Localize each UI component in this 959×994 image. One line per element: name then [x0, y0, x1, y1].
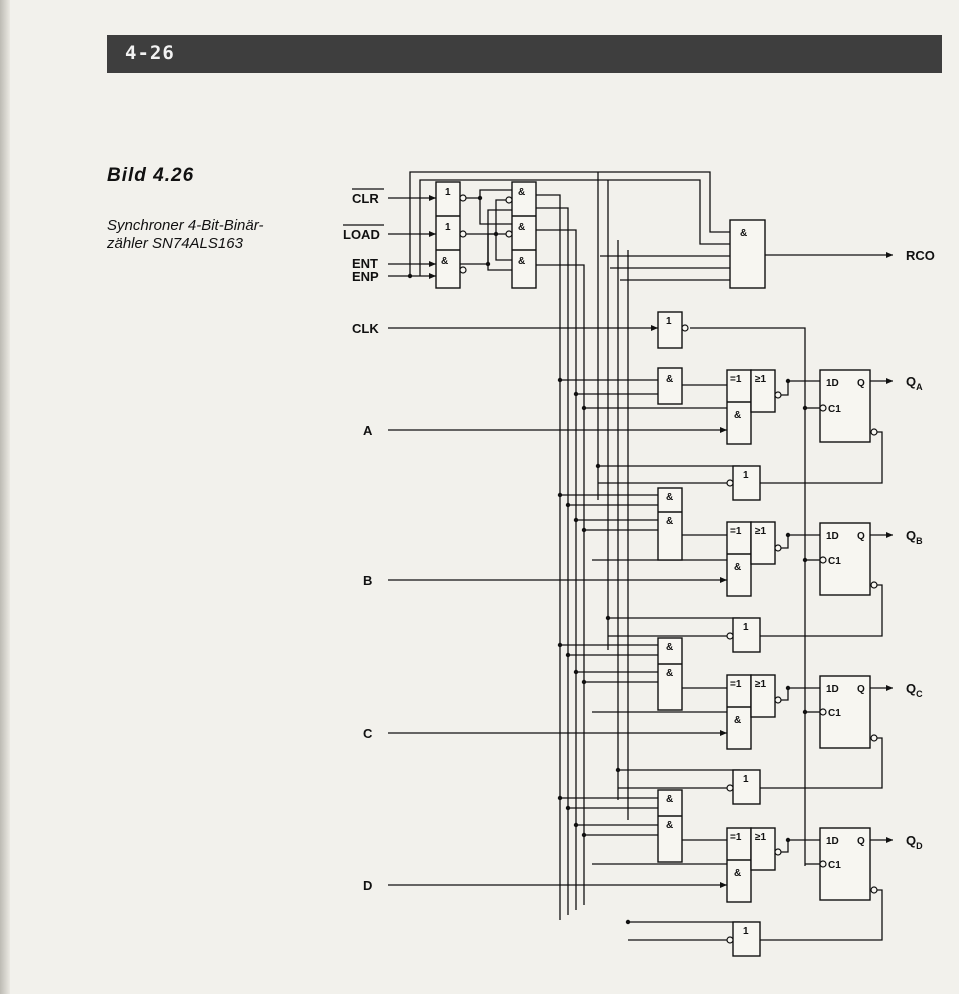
stage-a-not-symbol: 1 — [743, 470, 749, 481]
stage-c-and2-symbol: & — [734, 715, 741, 726]
ff-a-d-input: 1D — [826, 378, 839, 389]
ff-b-q-output: Q — [857, 531, 865, 542]
ff-b-d-input: 1D — [826, 531, 839, 542]
ff-b-clock-input: C1 — [828, 556, 841, 567]
rco-label: RCO — [906, 248, 935, 263]
ff-d-q-output: Q — [857, 836, 865, 847]
stage-d-xor-symbol: =1 — [730, 832, 742, 843]
page-header-bar: 4-26 — [107, 35, 942, 73]
stage-b-or-symbol: ≥1 — [755, 526, 766, 537]
output-qc-label: QC — [906, 681, 923, 699]
gate-and-symbol: & — [441, 256, 448, 267]
input-d-label: D — [363, 878, 372, 893]
stage-c-or-symbol: ≥1 — [755, 679, 766, 690]
wires — [388, 171, 893, 941]
stage-c-and-symbol: & — [666, 668, 673, 679]
stage-d-and-symbol: & — [666, 794, 673, 805]
gate-and-symbol: & — [518, 256, 525, 267]
stage-b-and2-symbol: & — [734, 562, 741, 573]
figure-caption: Synchroner 4-Bit-Binär- zähler SN74ALS16… — [107, 217, 307, 253]
input-b-label: B — [363, 573, 372, 588]
clk-label: CLK — [352, 321, 379, 336]
stage-d-not-symbol: 1 — [743, 926, 749, 937]
stage-b-xor-symbol: =1 — [730, 526, 742, 537]
ff-c-q-output: Q — [857, 684, 865, 695]
page-edge-shadow — [0, 0, 10, 994]
stage-b-not-symbol: 1 — [743, 622, 749, 633]
figure-number: Bild 4.26 — [107, 165, 195, 186]
stage-d-and-symbol: & — [666, 820, 673, 831]
junction-dots — [407, 195, 808, 925]
stage-c-not-symbol: 1 — [743, 774, 749, 785]
stage-b-and-symbol: & — [666, 516, 673, 527]
clk-not-symbol: 1 — [666, 316, 672, 327]
stage-a-xor-symbol: =1 — [730, 374, 742, 385]
stage-c-xor-symbol: =1 — [730, 679, 742, 690]
rco-and-symbol: & — [740, 228, 747, 239]
ff-d-d-input: 1D — [826, 836, 839, 847]
gate-boxes — [435, 181, 871, 957]
inversion-bubbles — [459, 194, 878, 944]
stage-a-or-symbol: ≥1 — [755, 374, 766, 385]
figure-caption-line-2: zähler SN74ALS163 — [107, 235, 243, 252]
stage-d-and2-symbol: & — [734, 868, 741, 879]
ff-c-clock-input: C1 — [828, 708, 841, 719]
ff-a-q-output: Q — [857, 378, 865, 389]
stage-d-or-symbol: ≥1 — [755, 832, 766, 843]
clr-label: CLR — [352, 191, 379, 206]
stage-c-and-symbol: & — [666, 642, 673, 653]
output-qd-label: QD — [906, 833, 923, 851]
gate-not-symbol: 1 — [445, 222, 451, 233]
stage-a-and-symbol: & — [666, 374, 673, 385]
ff-c-d-input: 1D — [826, 684, 839, 695]
input-a-label: A — [363, 423, 373, 438]
figure-caption-line-1: Synchroner 4-Bit-Binär- — [107, 217, 264, 234]
input-c-label: C — [363, 726, 373, 741]
load-label: LOAD — [343, 227, 380, 242]
output-qa-label: QA — [906, 374, 923, 392]
gate-not-symbol: 1 — [445, 187, 451, 198]
stage-b-and-symbol: & — [666, 492, 673, 503]
page-number: 4-26 — [125, 42, 175, 64]
gate-and-symbol: & — [518, 222, 525, 233]
output-qb-label: QB — [906, 528, 923, 546]
enp-label: ENP — [352, 269, 379, 284]
gate-and-symbol: & — [518, 187, 525, 198]
ff-a-clock-input: C1 — [828, 404, 841, 415]
ent-label: ENT — [352, 256, 378, 271]
ff-d-clock-input: C1 — [828, 860, 841, 871]
stage-a-and2-symbol: & — [734, 410, 741, 421]
